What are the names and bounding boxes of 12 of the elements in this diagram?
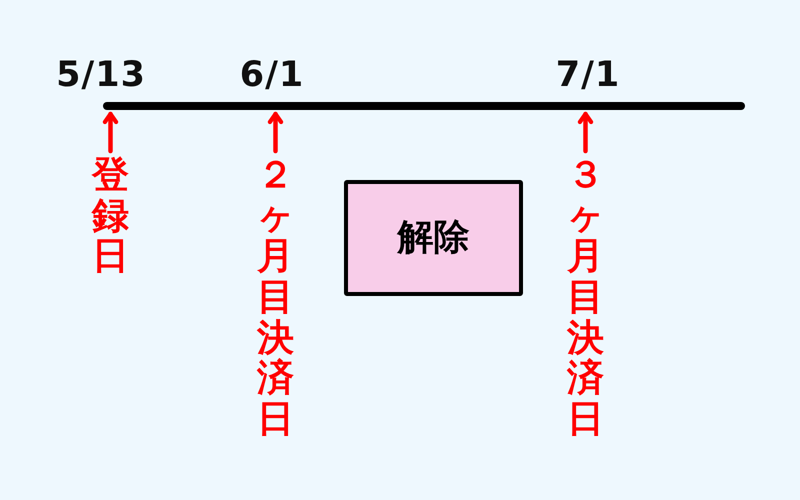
date-label: 7/1	[556, 58, 620, 93]
date-label: 5/13	[56, 58, 146, 93]
date-label: 6/1	[240, 58, 304, 93]
arrow	[268, 112, 284, 154]
vertical-label: ３ヶ月目決済日	[567, 155, 604, 440]
vertical-label: ２ヶ月目決済日	[257, 155, 294, 440]
timeline	[103, 102, 745, 110]
process-box	[344, 180, 523, 296]
vertical-label: 登録日	[92, 155, 129, 278]
arrow	[578, 112, 594, 154]
arrow	[102, 112, 118, 154]
box-label: 解除	[398, 217, 470, 259]
